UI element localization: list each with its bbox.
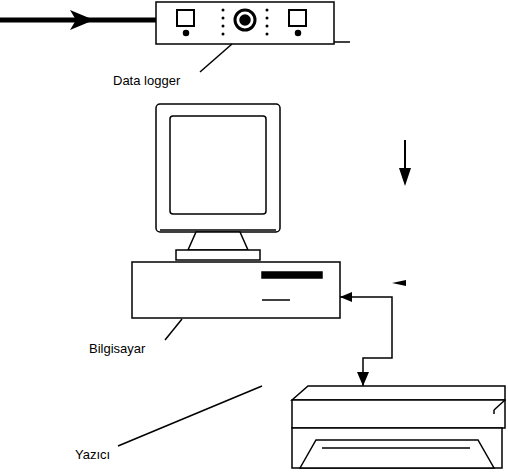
part-label: Yazıcı	[74, 448, 111, 462]
leader-line	[118, 386, 262, 446]
arrowhead	[392, 280, 406, 286]
part-label: Bilgisayar	[88, 342, 146, 356]
printer	[292, 386, 505, 468]
part-label: Data logger	[112, 74, 181, 88]
leader-line	[200, 44, 232, 72]
arrowhead	[340, 292, 352, 302]
data-logger-device	[156, 2, 350, 44]
arrowhead	[357, 372, 369, 386]
computer-monitor	[156, 104, 280, 260]
computer-case	[132, 262, 340, 318]
arrowhead	[399, 168, 411, 186]
flow-arrow	[404, 140, 406, 170]
leader-line	[165, 319, 182, 340]
arrowhead	[70, 10, 94, 30]
